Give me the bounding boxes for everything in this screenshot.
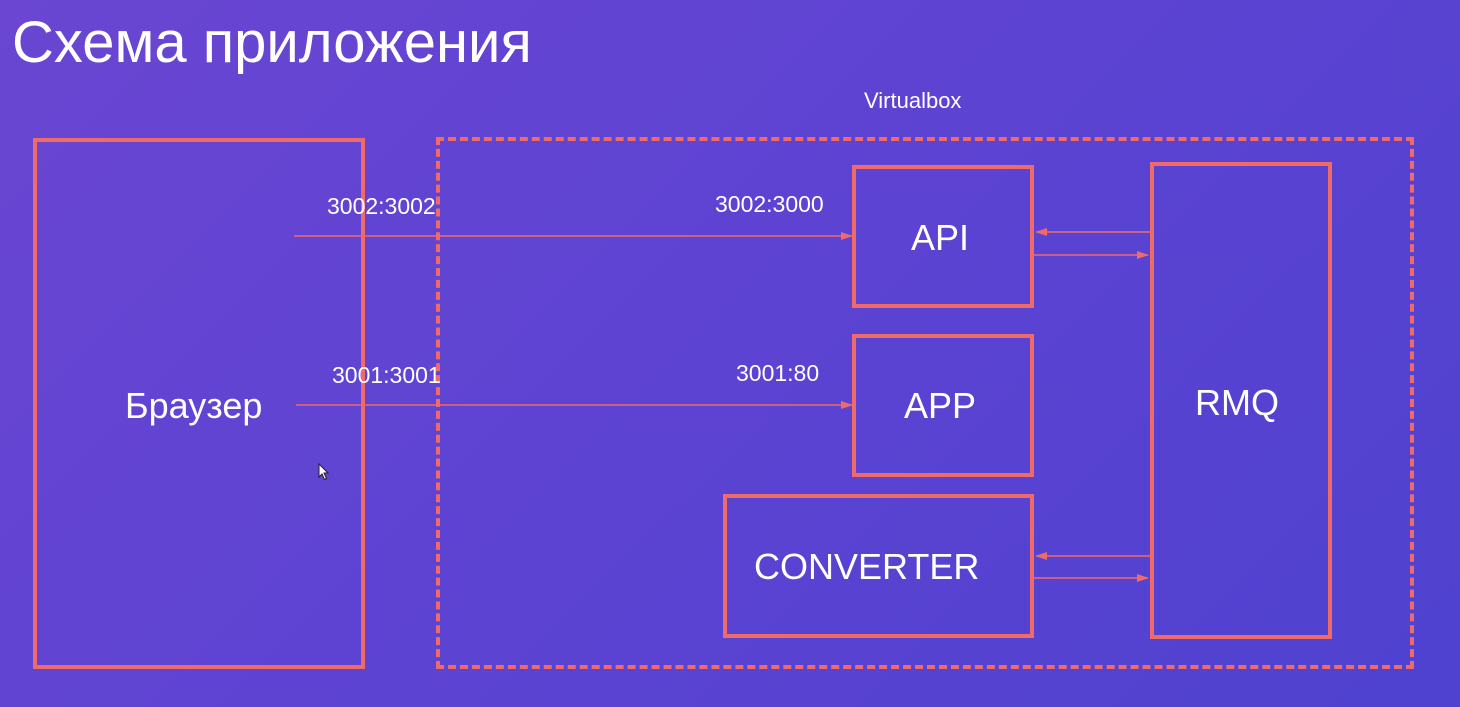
converter-label: CONVERTER	[754, 546, 980, 587]
app-label: APP	[904, 385, 977, 426]
port-label-api-vm: 3002:3000	[715, 191, 824, 217]
port-label-app-vm: 3001:80	[736, 360, 820, 386]
page-title: Схема приложения	[12, 10, 532, 75]
app-box	[852, 334, 1034, 477]
converter-box	[723, 494, 1034, 638]
browser-label: Браузер	[125, 385, 263, 426]
virtualbox-label: Virtualbox	[864, 88, 962, 113]
rmq-label: RMQ	[1195, 382, 1279, 423]
mouse-cursor-icon	[318, 463, 330, 481]
api-label: API	[911, 217, 970, 258]
port-label-api-host: 3002:3002	[327, 193, 436, 219]
rmq-box	[1150, 162, 1332, 639]
browser-box	[33, 138, 365, 669]
port-label-app-host: 3001:3001	[332, 362, 441, 388]
api-box	[852, 165, 1034, 308]
virtualbox-boundary	[436, 137, 1414, 669]
